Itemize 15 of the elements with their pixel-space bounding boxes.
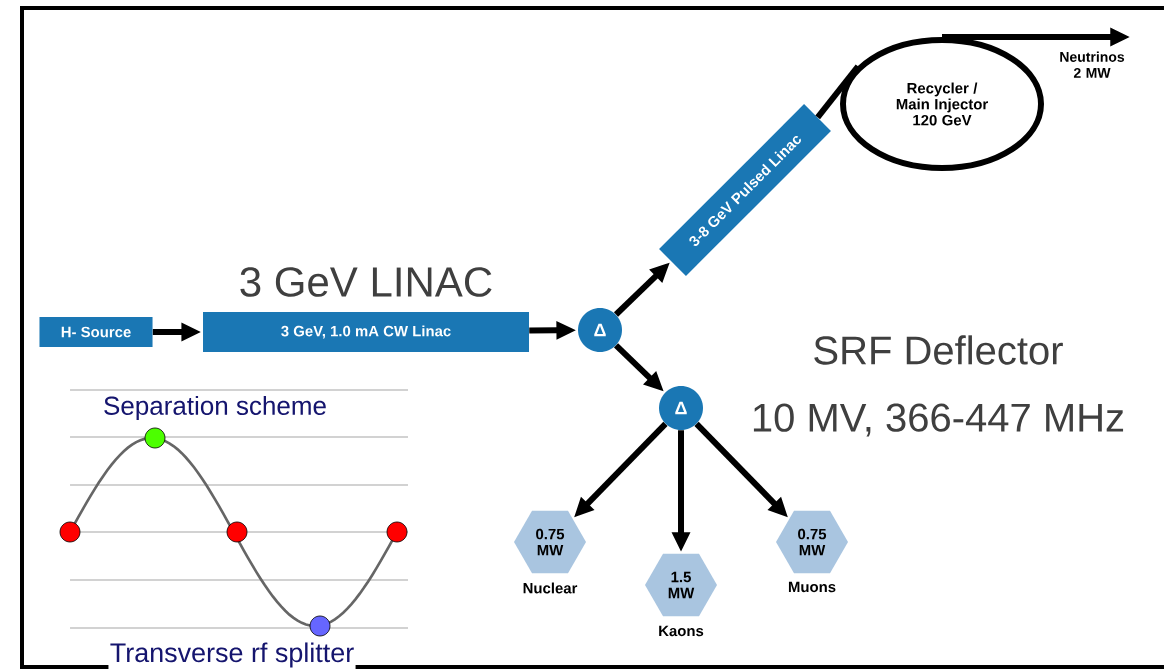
chart-title: Separation scheme: [104, 395, 326, 421]
annotation-text: SRF Deflector: [814, 335, 1063, 365]
node-caption: Muons: [788, 581, 836, 593]
output-label: Neutrinos 2 MW: [1060, 51, 1125, 78]
beam-line: [815, 64, 861, 120]
section-heading: 3 GeV LINAC: [240, 267, 492, 297]
chart-caption: Transverse rf splitter: [108, 641, 356, 669]
node-caption: Kaons: [659, 625, 704, 637]
process-box: 3 GeV, 1.0 mA CW Linac: [203, 312, 529, 352]
target-hexagon: 0.75 MW: [776, 510, 848, 574]
node-caption: Nuclear: [523, 582, 578, 594]
target-hexagon: 0.75 MW: [514, 510, 586, 574]
target-hexagon: 1.5 MW: [645, 553, 717, 617]
annotation-text: 10 MV, 366-447 MHz: [753, 403, 1124, 437]
process-box: H- Source: [39, 317, 153, 347]
